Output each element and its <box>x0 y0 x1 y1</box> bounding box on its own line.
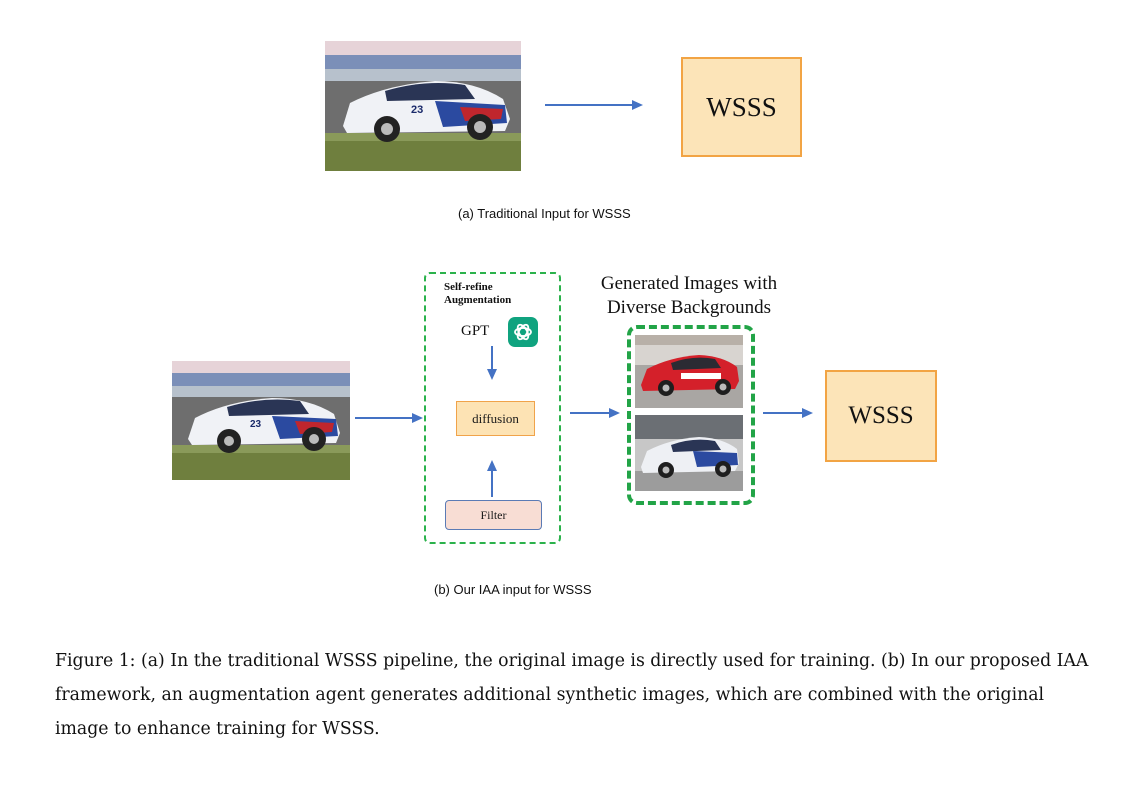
self-refine-augmentation-box <box>424 272 561 544</box>
generated-images-box <box>627 325 755 505</box>
generated-title-line1: Generated Images with <box>600 273 778 294</box>
car-number-b: 23 <box>250 419 262 430</box>
filter-label: Filter <box>480 507 507 522</box>
subcaption-a: (a) Traditional Input for WSSS <box>458 206 631 221</box>
arrow-filter-to-diffusion <box>487 460 497 497</box>
generated-image-blue-car <box>635 415 743 491</box>
subcaption-b: (b) Our IAA input for WSSS <box>434 582 592 597</box>
arrow-b3 <box>763 408 813 418</box>
augmentation-title-line2: Augmentation <box>444 294 512 306</box>
car-number-a: 23 <box>411 104 423 116</box>
original-car-photo-b: 23 <box>172 361 350 480</box>
arrow-a <box>545 100 643 110</box>
generated-image-red-car <box>635 335 743 408</box>
arrow-b2 <box>570 408 620 418</box>
gpt-logo-icon <box>508 317 538 347</box>
gpt-label: GPT <box>461 323 490 339</box>
wsss-label-b: WSSS <box>848 402 914 429</box>
diffusion-label: diffusion <box>472 410 519 426</box>
original-car-photo-a: 23 <box>325 41 521 171</box>
augmentation-title: Self-refine Augmentation <box>444 281 511 307</box>
diffusion-box: diffusion <box>456 401 535 436</box>
arrow-b1 <box>355 413 423 423</box>
generated-images-title: Generated Images with Diverse Background… <box>578 272 800 320</box>
arrow-gpt-to-diffusion <box>487 346 497 380</box>
figure-caption: Figure 1: (a) In the traditional WSSS pi… <box>55 651 1089 739</box>
wsss-box-a: WSSS <box>681 57 802 157</box>
wsss-box-b: WSSS <box>825 370 937 462</box>
generated-title-line2: Diverse Backgrounds <box>606 297 772 318</box>
filter-box: Filter <box>445 500 542 530</box>
wsss-label-a: WSSS <box>706 91 777 122</box>
augmentation-title-line1: Self-refine <box>444 281 493 293</box>
